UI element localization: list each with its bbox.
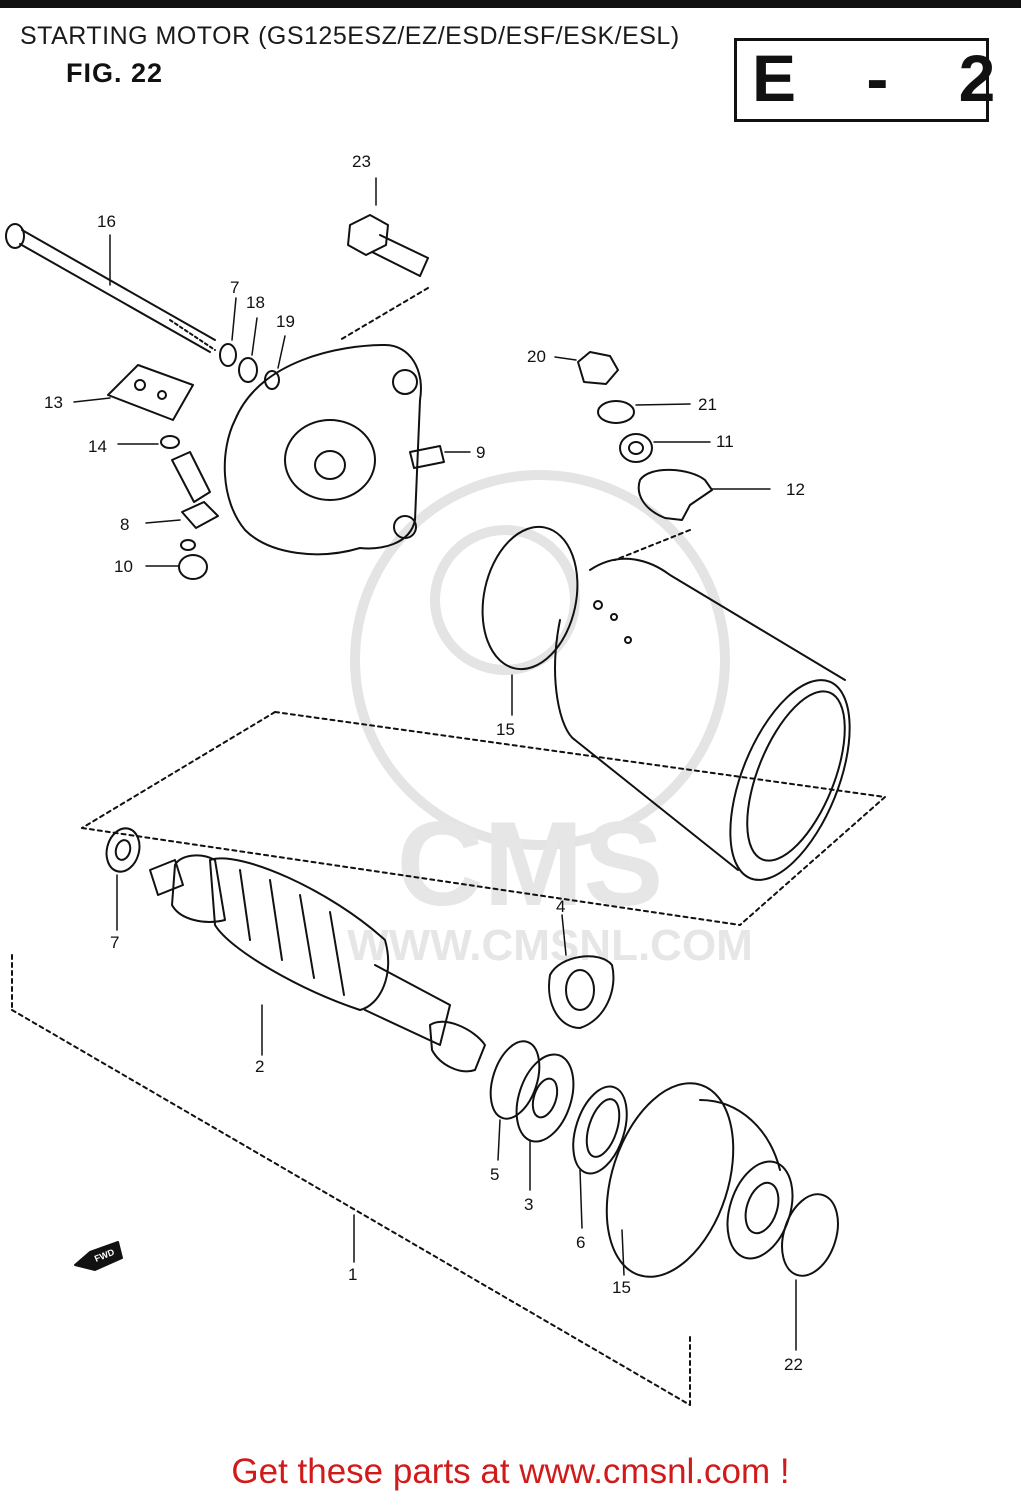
figure-label: FIG. 22 [66, 58, 164, 88]
cap-nut [577, 351, 619, 385]
label-part-16: 16 [97, 212, 116, 231]
washer-7-upper [219, 343, 237, 367]
terminal-bolt [171, 451, 219, 529]
label-part-12: 12 [786, 480, 805, 499]
rear-end-cover [223, 344, 445, 556]
o-ring-15-upper [481, 525, 579, 671]
label-part-19: 19 [276, 312, 295, 331]
front-end-cover [605, 1082, 794, 1278]
o-ring-14 [160, 435, 180, 449]
label-part-7-upper: 7 [230, 278, 239, 297]
label-part-23: 23 [352, 152, 371, 171]
forward-arrow-icon [74, 1241, 123, 1271]
washer-21 [597, 400, 635, 424]
part-number-labels: 23 16 7 18 19 13 14 8 10 9 20 21 11 12 1… [44, 152, 805, 1374]
watermark-mascot-icon [350, 470, 730, 850]
oil-seal [572, 1085, 628, 1175]
exploded-view-diagram: CMS WWW.CMSNL.COM [5, 152, 886, 1406]
label-part-2: 2 [255, 1057, 264, 1076]
washer-5 [489, 1040, 541, 1120]
o-ring-22 [781, 1193, 839, 1277]
label-part-4: 4 [556, 897, 565, 916]
armature [149, 854, 486, 1073]
nut-11 [619, 433, 653, 463]
brush-plate [107, 364, 194, 421]
lead-terminal [637, 468, 713, 521]
leader-lines [73, 177, 797, 1351]
label-part-1: 1 [348, 1265, 357, 1284]
label-part-10: 10 [114, 557, 133, 576]
label-part-18: 18 [246, 293, 265, 312]
footer-link-text[interactable]: Get these parts at www.cmsnl.com ! [231, 1452, 790, 1491]
mounting-bolt [347, 214, 429, 277]
label-part-15-lower: 15 [612, 1278, 631, 1297]
top-border [0, 0, 1021, 8]
washer-7-lower [105, 827, 141, 873]
label-part-7-lower: 7 [110, 933, 119, 952]
terminal-nut [178, 554, 208, 580]
page-title: STARTING MOTOR (GS125ESZ/EZ/ESD/ESF/ESK/… [20, 22, 680, 50]
label-part-21: 21 [698, 395, 717, 414]
watermark [350, 470, 730, 850]
label-part-14: 14 [88, 437, 107, 456]
lock-plate [548, 955, 615, 1029]
label-part-20: 20 [527, 347, 546, 366]
washer-18 [238, 357, 258, 383]
watermark-brand: CMS [397, 797, 664, 931]
label-part-3: 3 [524, 1195, 533, 1214]
watermark-face-icon [430, 525, 580, 675]
assembly-group-lines [11, 287, 886, 1406]
label-part-9: 9 [476, 443, 485, 462]
label-part-13: 13 [44, 393, 63, 412]
label-part-15-upper: 15 [496, 720, 515, 739]
section-code: E - 2 [752, 41, 1021, 115]
label-part-8: 8 [120, 515, 129, 534]
label-part-22: 22 [784, 1355, 803, 1374]
label-part-5: 5 [490, 1165, 499, 1184]
label-part-11: 11 [716, 432, 734, 451]
section-code-box [734, 38, 989, 122]
watermark-url: WWW.CMSNL.COM [347, 921, 753, 970]
through-bolt [5, 223, 216, 353]
washer-3 [515, 1053, 575, 1143]
label-part-6: 6 [576, 1233, 585, 1252]
